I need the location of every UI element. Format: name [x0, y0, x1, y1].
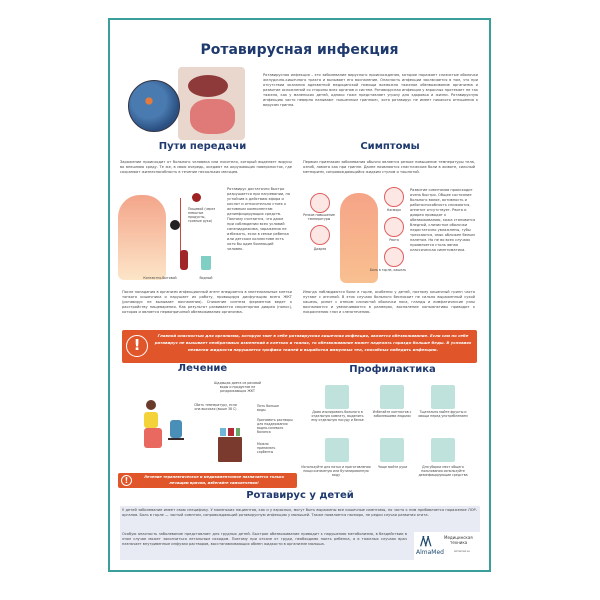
- dehydration-alert: ! Главной опасностью для организма, кото…: [122, 330, 477, 363]
- symptom-label-sore-throat: Боль в горле, кашель: [369, 268, 407, 272]
- transmission-label-contact: Контактно-бытовой: [143, 276, 177, 280]
- runny-nose-icon: [384, 187, 404, 207]
- prevention-item: Тщательно мойте фрукты и овощи перед упо…: [418, 410, 468, 418]
- transmission-label-food: Пищевой (через немытые продукты, грязные…: [188, 207, 216, 223]
- almamed-logo: /\/\ AlmaMed Медицинская техника almamed…: [414, 532, 482, 560]
- isolation-icon: [325, 385, 349, 409]
- disinfectant-spray-icon: [431, 438, 455, 462]
- water-glass-icon: [201, 256, 211, 270]
- warning-text: Лечение терапевтическое и медикаментозно…: [144, 475, 284, 485]
- children-paragraph-2: Особую опасность заболевание представляе…: [122, 532, 407, 546]
- prevention-item: Дома изолировать больного в отдельную ко…: [311, 410, 364, 422]
- virus-closeup-illustration: [128, 80, 180, 132]
- nightstand-illustration: [218, 437, 242, 462]
- children-heading: Ротавирус у детей: [246, 490, 354, 501]
- treatment-label-sorbents: Можно принимать сорбенты: [257, 442, 276, 454]
- intro-text: Ротавирусная инфекция – это заболевание …: [263, 73, 478, 107]
- exclamation-icon: !: [126, 335, 148, 357]
- symptom-label-runny-nose: Насморк: [386, 208, 402, 212]
- children-paragraph-1: У детей заболевание имеет свою специфику…: [122, 508, 477, 517]
- treatment-label-diet: Щадящая диета из рисовой воды и продукто…: [214, 381, 261, 393]
- treatment-label-water: Пить больше воды: [257, 404, 279, 412]
- transmission-bottom-text: После попадания в организм инфекционный …: [122, 290, 292, 314]
- person-silhouette: [118, 195, 166, 280]
- transmission-heading: Пути передачи: [158, 141, 247, 152]
- figure-icon: [180, 250, 188, 270]
- sore-throat-icon: [384, 247, 404, 267]
- prevention-item: Для уборки мест общего пользования испол…: [418, 465, 468, 477]
- symptoms-bottom-text: Иногда наблюдаются боли в горле, особенн…: [303, 290, 475, 314]
- prevention-item: Чаще мойте руки: [377, 465, 408, 469]
- symptoms-text: Первым признаком заболевания обычно явля…: [303, 160, 475, 174]
- symptoms-side-text: Развитие симптомов происходит очень быст…: [410, 188, 476, 252]
- transmission-text: Заражение происходит от больного человек…: [120, 160, 292, 174]
- intestine-illustration: [178, 67, 245, 140]
- mother-feeding-child-illustration: [142, 400, 192, 465]
- wash-fruit-icon: [431, 385, 455, 409]
- treatment-heading: Лечение: [177, 363, 228, 374]
- page-title: Ротавирусная инфекция: [200, 42, 399, 58]
- transmission-side-text: Ротавирус достаточно быстро разрушается …: [227, 187, 291, 251]
- alert-text: Главной опасностью для организма, котору…: [154, 333, 472, 352]
- medicine-bottles-icon: [220, 428, 240, 436]
- prevention-heading: Профилактика: [349, 364, 436, 375]
- hand-washing-icon: [380, 438, 404, 462]
- apple-icon: [192, 193, 201, 202]
- symptom-label-fever: Резкое повышение температуры: [303, 213, 335, 221]
- vomiting-icon: [384, 217, 404, 237]
- avoid-contact-icon: [380, 385, 404, 409]
- symptoms-heading: Симптомы: [360, 141, 420, 152]
- water-bottle-icon: [325, 438, 349, 462]
- thermometer-icon: [310, 193, 330, 213]
- prevention-item: Используйте для питья и приготовления пи…: [301, 465, 371, 477]
- treatment-label-fever: Сбить температуру, если она высокая (выш…: [194, 403, 237, 411]
- self-treatment-warning: ! Лечение терапевтическое и медикаментоз…: [118, 473, 297, 488]
- prevention-item: Избегайте контактов с заболевшими людьми: [372, 410, 412, 418]
- child-silhouette: [340, 193, 378, 283]
- exclamation-icon: !: [121, 475, 132, 486]
- symptom-label-vomiting: Рвота: [389, 238, 399, 242]
- transmission-label-water: Водный: [199, 276, 213, 280]
- symptom-label-diarrhea: Диарея: [313, 247, 327, 251]
- treatment-label-solutions: Принимать растворы для поддержания водно…: [257, 418, 293, 434]
- stomach-icon: [310, 225, 330, 245]
- virus-particles: [170, 220, 180, 230]
